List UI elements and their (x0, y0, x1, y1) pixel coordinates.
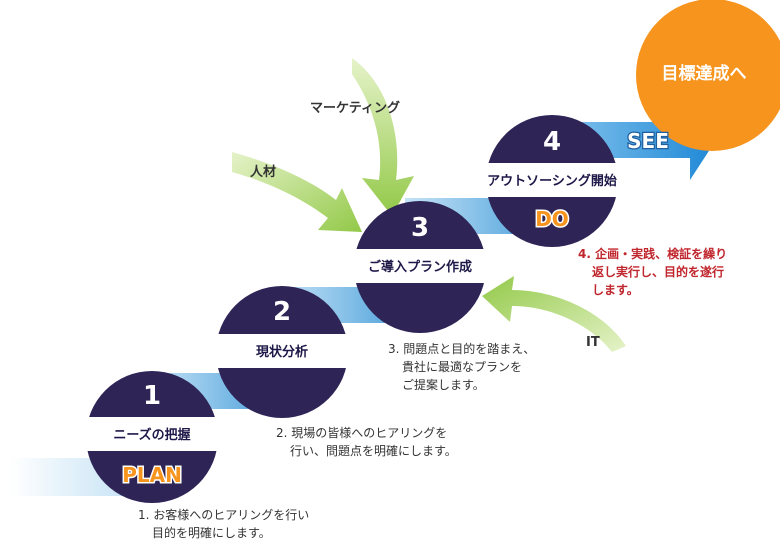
description-2: 2. 現場の皆様へのヒアリングを 行い、問題点を明確にします。 (276, 426, 457, 458)
step-2-number: 2 (273, 297, 291, 327)
step-1-label: ニーズの把握 (113, 427, 190, 443)
people-arrow (232, 152, 362, 232)
goal-text: 目標達成へ (662, 63, 747, 84)
description-3: 3. 問題点と目的を踏まえ、 貴社に最適なプランを ご提案します。 (388, 341, 535, 392)
it-label: IT (586, 335, 600, 350)
marketing-label: マーケティング (310, 100, 400, 116)
step-4: 4 アウトソーシング開始 DO (486, 115, 618, 247)
see-arrow (545, 100, 716, 180)
description-2-line: 2. 現場の皆様へのヒアリングを (276, 426, 447, 440)
step-4-number: 4 (543, 127, 561, 157)
description-4-line: 返し実行し、目的を遂行 (592, 264, 724, 279)
marketing-arrow (352, 58, 414, 216)
description-3-line: 貴社に最適なプランを (402, 359, 522, 374)
goal-badge: 目標達成へ (636, 0, 780, 151)
step-1: 1 ニーズの把握 PLAN (86, 371, 218, 503)
description-4: 4. 企画・実践、検証を繰り 返し実行し、目的を遂行 します。 (578, 246, 727, 297)
step-1-number: 1 (143, 381, 161, 411)
description-1: 1. お客様へのヒアリングを行い 目的を明確にします。 (138, 507, 309, 540)
description-1-line: 目的を明確にします。 (152, 525, 271, 540)
description-4-line: します。 (592, 283, 639, 297)
description-1-line: 1. お客様へのヒアリングを行い (138, 507, 309, 522)
see-label: SEE (627, 129, 669, 153)
step-2: 2 現状分析 (216, 286, 348, 418)
step-3: 3 ご導入プラン作成 (354, 201, 486, 333)
step-4-label: アウトソーシング開始 (487, 173, 617, 189)
description-2-line: 行い、問題点を明確にします。 (290, 443, 457, 458)
step-3-label: ご導入プラン作成 (368, 259, 472, 275)
people-label: 人材 (250, 164, 276, 180)
description-3-line: 3. 問題点と目的を踏まえ、 (388, 341, 535, 356)
step-2-label: 現状分析 (256, 344, 308, 360)
it-arrow (482, 276, 626, 352)
do-label: DO (535, 207, 569, 231)
plan-label: PLAN (122, 463, 182, 487)
description-3-line: ご提案します。 (402, 377, 485, 392)
description-4-line: 4. 企画・実践、検証を繰り (578, 246, 727, 261)
step-3-number: 3 (411, 213, 429, 243)
